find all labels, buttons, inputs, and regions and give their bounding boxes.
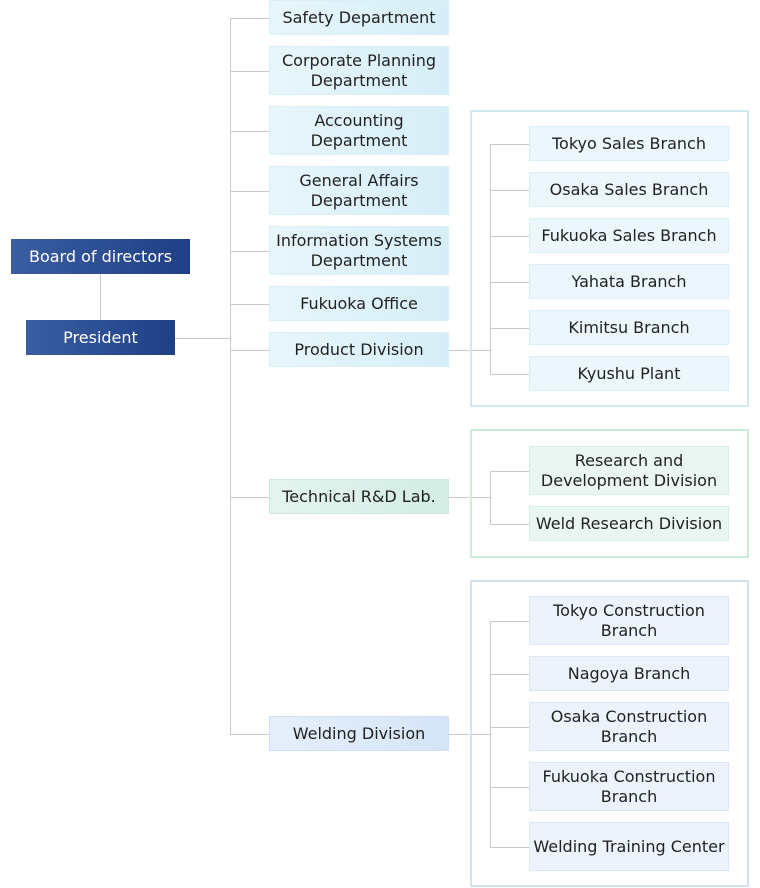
branch-box: Yahata Branch — [529, 264, 729, 299]
department-box: General Affairs Department — [269, 166, 449, 215]
department-box: Information Systems Department — [269, 226, 449, 275]
unit-connector — [490, 374, 529, 375]
dept-connector — [230, 131, 269, 132]
department-box: Fukuoka Office — [269, 286, 449, 321]
unit-connector — [490, 674, 529, 675]
unit-connector — [490, 236, 529, 237]
unit-connector — [490, 524, 529, 525]
rd-lab-group — [470, 429, 749, 558]
dept-connector — [230, 251, 269, 252]
main-trunk-line — [230, 18, 231, 734]
welding-division-connector — [449, 734, 490, 735]
president-box: President — [26, 320, 175, 355]
department-box: Safety Department — [269, 0, 449, 35]
rd-units-trunk — [490, 471, 491, 524]
dept-connector — [230, 71, 269, 72]
branch-box: Kimitsu Branch — [529, 310, 729, 345]
board-president-connector — [100, 274, 101, 320]
president-trunk-connector — [175, 338, 230, 339]
welding-division-box: Welding Division — [269, 716, 449, 751]
unit-connector — [490, 847, 529, 848]
department-box: Accounting Department — [269, 106, 449, 155]
unit-connector — [490, 471, 529, 472]
division-box: Weld Research Division — [529, 506, 729, 541]
technical-rd-lab-box: Technical R&D Lab. — [269, 479, 449, 514]
branch-box: Fukuoka Sales Branch — [529, 218, 729, 253]
unit-connector — [490, 787, 529, 788]
dept-connector — [230, 497, 269, 498]
welding-units-trunk — [490, 621, 491, 847]
product-division-box: Product Division — [269, 332, 449, 367]
product-units-trunk — [490, 144, 491, 374]
branch-box: Tokyo Construction Branch — [529, 596, 729, 645]
dept-connector — [230, 734, 269, 735]
unit-connector — [490, 727, 529, 728]
plant-box: Kyushu Plant — [529, 356, 729, 391]
branch-box: Nagoya Branch — [529, 656, 729, 691]
dept-connector — [230, 18, 269, 19]
unit-connector — [490, 621, 529, 622]
branch-box: Osaka Construction Branch — [529, 702, 729, 751]
dept-connector — [230, 350, 269, 351]
unit-connector — [490, 328, 529, 329]
board-of-directors-box: Board of directors — [11, 239, 190, 274]
dept-connector — [230, 304, 269, 305]
unit-connector — [490, 144, 529, 145]
rd-lab-connector — [449, 497, 490, 498]
branch-box: Osaka Sales Branch — [529, 172, 729, 207]
unit-connector — [490, 190, 529, 191]
branch-box: Fukuoka Construction Branch — [529, 762, 729, 811]
branch-box: Tokyo Sales Branch — [529, 126, 729, 161]
product-division-group — [470, 110, 749, 407]
product-division-connector — [449, 350, 490, 351]
training-center-box: Welding Training Center — [529, 822, 729, 871]
dept-connector — [230, 191, 269, 192]
unit-connector — [490, 282, 529, 283]
department-box: Corporate Planning Department — [269, 46, 449, 95]
welding-division-group — [470, 580, 749, 887]
division-box: Research and Development Division — [529, 446, 729, 495]
